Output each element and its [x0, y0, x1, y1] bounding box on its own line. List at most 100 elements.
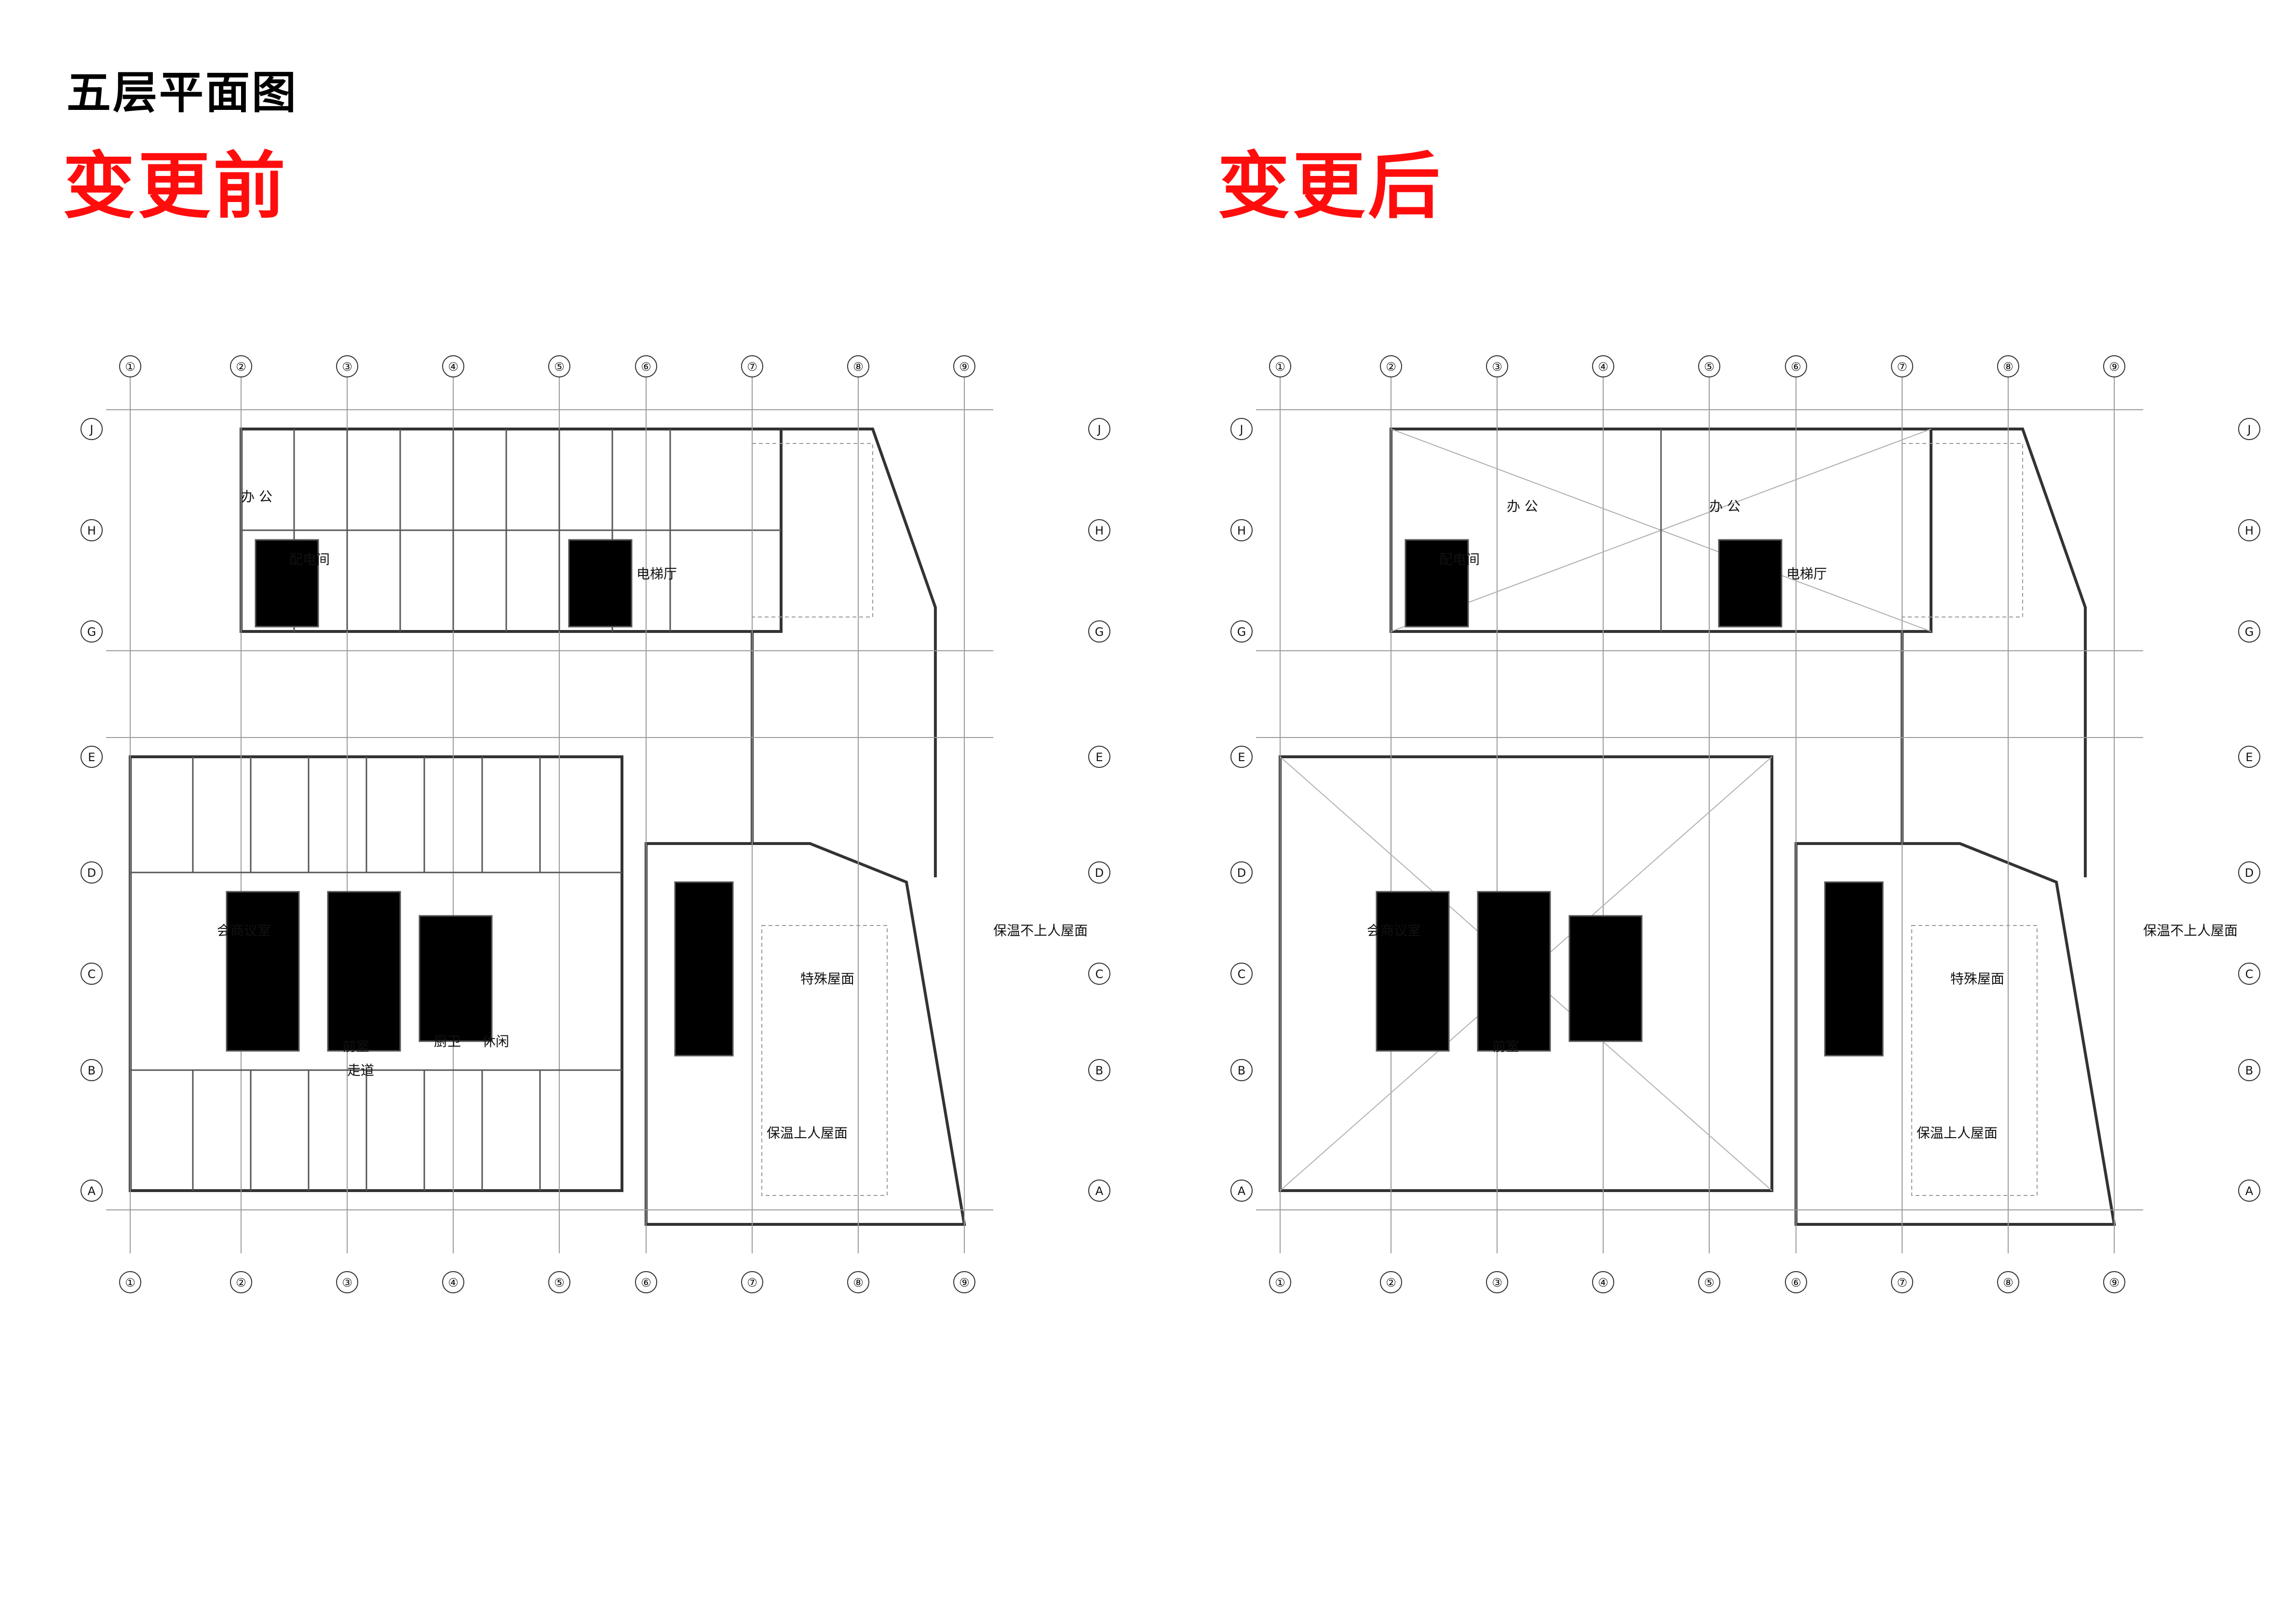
grid-bubble [548, 355, 570, 377]
room-label: 保温上人屋面 [767, 1125, 848, 1141]
grid-row-label: D [1095, 866, 1104, 880]
core-walls [1376, 429, 1884, 1057]
after-label: 变更后 [1217, 145, 1444, 228]
grid-bubble [81, 963, 103, 985]
partition-walls [130, 429, 781, 1191]
grid-bubble [1088, 1180, 1110, 1202]
grid-column-label: ⑤ [1704, 360, 1715, 374]
grid-column-label: ② [1386, 1276, 1396, 1289]
grid-row-label: H [87, 524, 96, 537]
grid-row-label: E [1238, 751, 1245, 764]
grid-bubble [1997, 355, 2019, 377]
grid-bubble [81, 620, 103, 643]
grid-column-label: ② [236, 360, 246, 374]
room-label: 电梯厅 [636, 566, 677, 582]
grid-column-label: ① [1275, 1276, 1285, 1289]
grid-bubble [1486, 1271, 1508, 1293]
room-label: 走道 [347, 1062, 374, 1078]
grid-row-label: C [88, 967, 96, 981]
room-label: 保温不上人屋面 [2143, 923, 2238, 939]
grid-bubble [1486, 355, 1508, 377]
grid-bubble [953, 355, 975, 377]
grid-bubble [953, 1271, 975, 1293]
grid-bubble [1269, 1271, 1291, 1293]
grid-row-label: A [1238, 1184, 1246, 1198]
grid-bubble [1997, 1271, 2019, 1293]
grid-bubble [81, 1059, 103, 1081]
grid-row-label: G [87, 625, 96, 639]
floor-plan-after: 办 公 办 公 配电间 电梯厅 会商议室 前室 特殊屋面 保温上人屋面 保温不上… [1227, 337, 2288, 1316]
grid-column-label: ④ [1598, 360, 1608, 374]
page-title: 五层平面图 [67, 67, 298, 119]
grid-column-label: ③ [342, 360, 352, 374]
grid-bubble [336, 1271, 358, 1293]
grid-column-label: ① [1275, 360, 1285, 374]
grid-bubble [1698, 355, 1720, 377]
grid-bubble [1230, 746, 1253, 768]
room-label: 办 公 [1507, 498, 1538, 514]
room-label: 办 公 [241, 489, 272, 505]
grid-row-label: H [1237, 524, 1246, 537]
grid-bubble [2238, 620, 2260, 643]
grid-bubble [1785, 1271, 1807, 1293]
grid-row-label: D [87, 866, 96, 880]
grid-column-label: ⑦ [1897, 360, 1907, 374]
grid-bubble [1380, 355, 1402, 377]
grid-column-label: ⑤ [554, 360, 565, 374]
grid-row-label: H [1095, 524, 1104, 537]
grid-bubble [1230, 620, 1253, 643]
grid-bubble [2238, 1059, 2260, 1081]
grid-column-label: ④ [448, 360, 459, 374]
room-label: 配电间 [289, 551, 330, 567]
grid-column-label: ④ [1598, 1276, 1608, 1289]
room-label: 特殊屋面 [800, 971, 854, 987]
grid-lines [1256, 376, 2143, 1253]
grid-row-label: G [2245, 625, 2254, 639]
grid-column-label: ⑦ [1897, 1276, 1907, 1289]
grid-bubble [1088, 620, 1110, 643]
grid-row-label: E [1095, 751, 1103, 764]
grid-bubble [1088, 418, 1110, 440]
grid-bubble [81, 1180, 103, 1202]
grid-row-label: B [1095, 1064, 1103, 1077]
grid-bubble [1088, 861, 1110, 884]
grid-column-label: ⑧ [853, 360, 864, 374]
grid-row-label: B [2245, 1064, 2253, 1077]
grid-column-label: ② [1386, 360, 1396, 374]
grid-column-label: ① [125, 360, 135, 374]
grid-bubble [635, 355, 657, 377]
room-label: 厨卫 [434, 1033, 461, 1049]
grid-row-label: A [1095, 1184, 1104, 1198]
grid-bubble [847, 355, 869, 377]
open-office-diagonals [1280, 429, 1931, 1191]
grid-bubble [2238, 963, 2260, 985]
grid-bubble [1088, 963, 1110, 985]
grid-bubble [2238, 1180, 2260, 1202]
roof-hatch [752, 443, 888, 1196]
grid-column-label: ⑨ [959, 360, 970, 374]
room-label: 前室 [342, 1038, 369, 1054]
roof-hatch [1902, 443, 2038, 1196]
room-labels-after: 办 公 办 公 配电间 电梯厅 会商议室 前室 特殊屋面 保温上人屋面 保温不上… [1367, 498, 2238, 1141]
room-label: 保温上人屋面 [1917, 1125, 1998, 1141]
grid-row-label: J [89, 423, 93, 436]
room-label: 前室 [1492, 1038, 1519, 1054]
grid-bubble [1269, 355, 1291, 377]
grid-column-label: ⑤ [1704, 1276, 1715, 1289]
grid-bubble [548, 1271, 570, 1293]
grid-bubble [1230, 1180, 1253, 1202]
grid-column-label: ⑨ [959, 1276, 970, 1289]
grid-row-label: J [1239, 423, 1243, 436]
grid-bubble [1230, 861, 1253, 884]
grid-bubble [847, 1271, 869, 1293]
grid-bubble [741, 355, 763, 377]
grid-column-label: ④ [448, 1276, 459, 1289]
grid-bubble [81, 418, 103, 440]
floor-plan-after-drawing: 办 公 办 公 配电间 电梯厅 会商议室 前室 特殊屋面 保温上人屋面 保温不上… [1230, 355, 2260, 1293]
grid-bubble [1785, 355, 1807, 377]
grid-bubble [2238, 519, 2260, 541]
grid-row-label: D [2245, 866, 2254, 880]
grid-bubble [81, 861, 103, 884]
grid-column-label: ⑥ [1791, 360, 1801, 374]
